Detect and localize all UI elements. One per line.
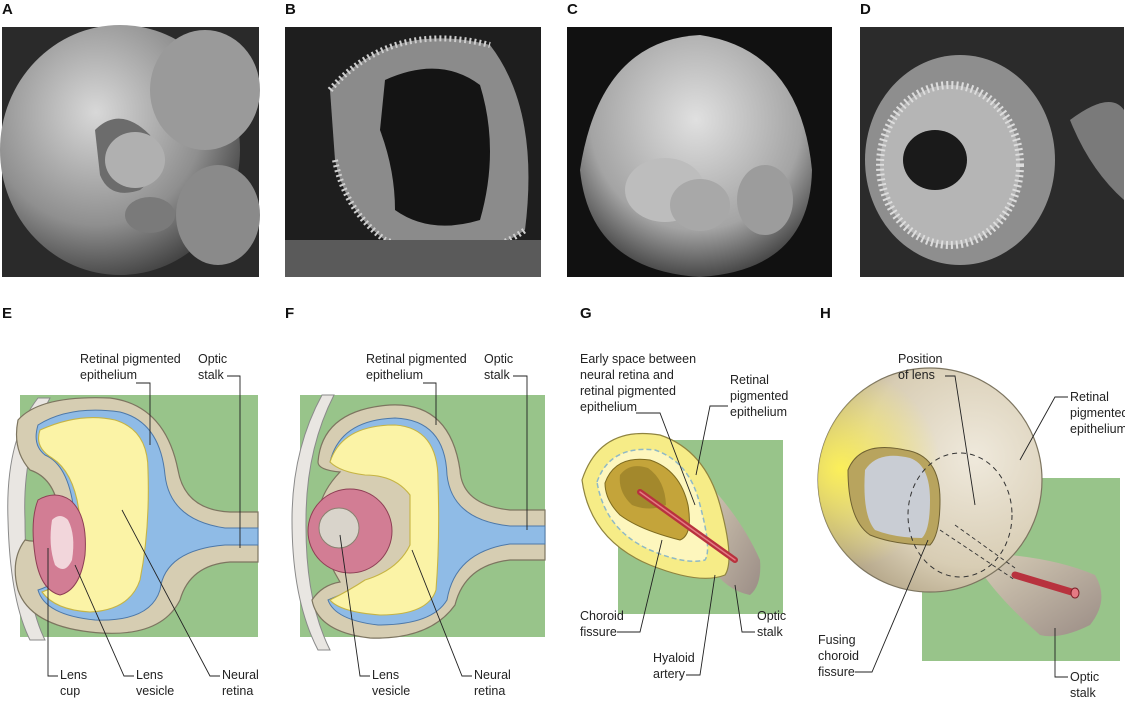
panel-letter-h: H [820,305,831,322]
label-h-fusing-3: fissure [818,665,855,679]
label-f-optic-stalk-2: stalk [484,368,510,382]
label-h-fusing-1: Fusing [818,633,856,647]
label-h-retinal-3: epithelium [1070,422,1125,436]
label-g-hyaloid-2: artery [653,667,686,681]
label-g-retinal-1: Retinal [730,373,769,387]
lens-vesicle-lumen-f [318,507,360,549]
label-h-retinal-2: pigmented [1070,406,1125,420]
label-g-early-space-1: Early space between [580,352,696,366]
panel-e-labels: Retinal pigmented epithelium Optic stalk… [47,352,259,698]
panel-letter-b: B [285,1,296,18]
label-g-retinal-3: epithelium [730,405,787,419]
panel-e: E [2,305,259,641]
label-g-choroid-fissure-1: Choroid [580,609,624,623]
label-g-early-space-2: neural retina and [580,368,674,382]
label-f-lens-vesicle-2: vesicle [372,684,410,698]
panel-c: C [567,1,832,277]
label-e-retinal-pigmented-2: epithelium [80,368,137,382]
label-h-optic-stalk-2: stalk [1070,686,1096,700]
label-e-retinal-pigmented-1: Retinal pigmented [80,352,181,366]
optic-stalk-h [980,555,1102,637]
label-g-optic-stalk-1: Optic [757,609,786,623]
label-g-hyaloid-1: Hyaloid [653,651,695,665]
label-g-retinal-2: pigmented [730,389,788,403]
panel-f-labels: Retinal pigmented epithelium Optic stalk… [339,352,528,698]
panel-h-labels: Position of lens Retinal pigmented epith… [818,352,1125,700]
label-h-retinal-1: Retinal [1070,390,1109,404]
panel-letter-f: F [285,305,294,322]
panel-letter-d: D [860,1,871,18]
label-f-retinal-pigmented-2: epithelium [366,368,423,382]
panel-b: B [285,1,541,277]
label-f-optic-stalk-1: Optic [484,352,513,366]
label-e-optic-stalk-2: stalk [198,368,224,382]
panel-letter-g: G [580,305,592,322]
panel-letter-e: E [2,305,12,322]
label-f-lens-vesicle-1: Lens [372,668,399,682]
label-e-optic-stalk-1: Optic [198,352,227,366]
neural-retina-e [37,417,149,613]
neural-retina-f [329,424,440,616]
panel-g-labels: Early space between neural retina and re… [580,352,788,681]
panel-h: H [817,305,1120,661]
lens-position-outline-h [907,452,1013,578]
label-f-neural-retina-2: retina [474,684,505,698]
label-f-neural-retina-1: Neural [474,668,511,682]
panel-d: D [860,1,1124,277]
label-e-neural-retina-1: Neural [222,668,259,682]
label-g-optic-stalk-2: stalk [757,625,783,639]
label-e-lens-cup-2: cup [60,684,80,698]
label-e-lens-vesicle-1: Lens [136,668,163,682]
label-h-position-of-lens-2: of lens [898,368,935,382]
label-h-position-of-lens-1: Position [898,352,943,366]
lens-opening-h [864,455,930,538]
panel-f: F [285,305,546,651]
panel-letter-a: A [2,1,13,18]
label-f-retinal-pigmented-1: Retinal pigmented [366,352,467,366]
label-e-lens-vesicle-2: vesicle [136,684,174,698]
label-g-early-space-4: epithelium [580,400,637,414]
label-h-optic-stalk-1: Optic [1070,670,1099,684]
panel-g: G [580,305,783,614]
label-g-early-space-3: retinal pigmented [580,384,676,398]
label-g-choroid-fissure-2: fissure [580,625,617,639]
lens-cup-interior-e [50,516,74,569]
panel-letter-c: C [567,1,578,18]
hyaloid-artery-h [1011,571,1079,597]
panel-a: A [0,1,260,277]
label-e-neural-retina-2: retina [222,684,253,698]
label-h-fusing-2: choroid [818,649,859,663]
surface-ectoderm-f [291,394,335,651]
label-e-lens-cup-1: Lens [60,668,87,682]
